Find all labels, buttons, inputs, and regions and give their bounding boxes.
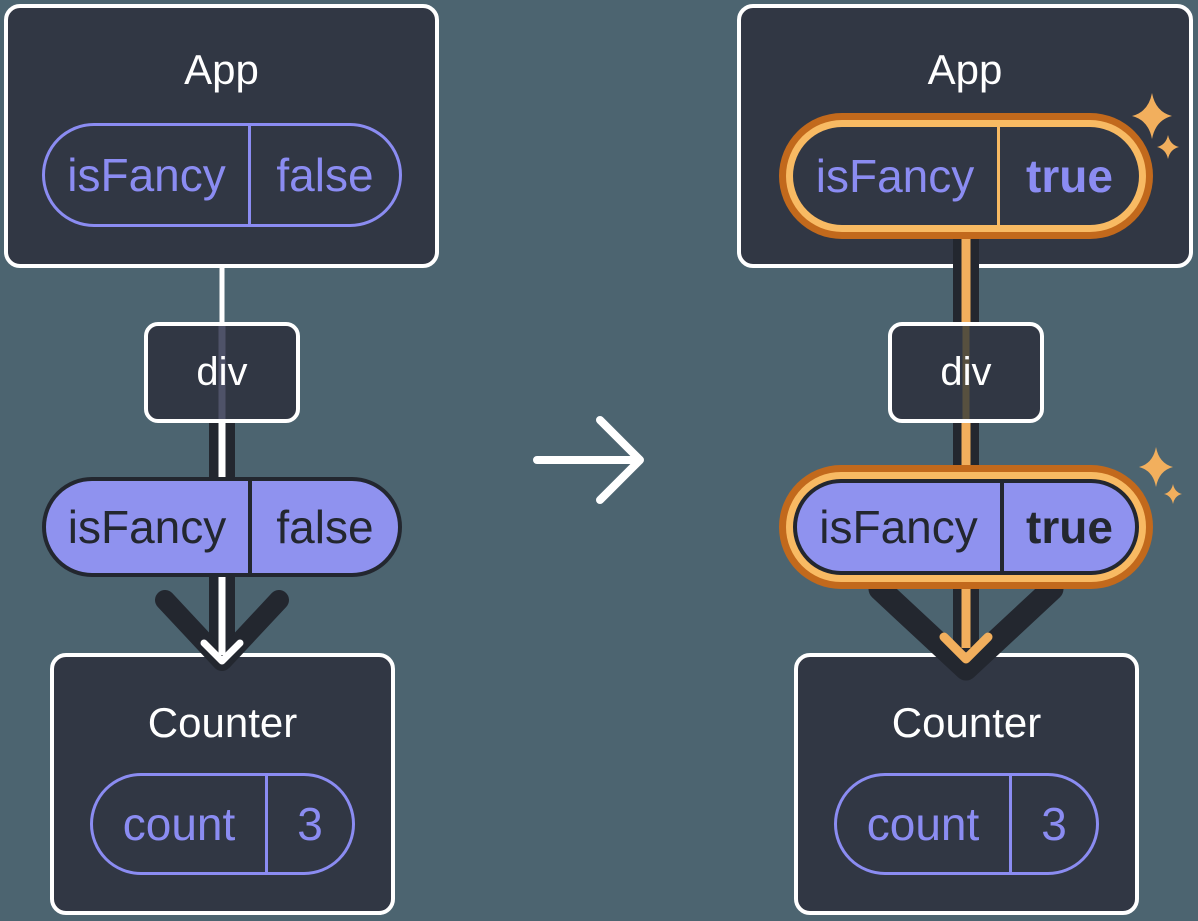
div-node-before: div	[144, 322, 300, 423]
prop-value: false	[248, 126, 399, 224]
state-name: count	[866, 798, 980, 850]
prop-name: isFancy	[67, 149, 226, 201]
component-title: Counter	[147, 699, 298, 746]
prop-trace-line	[962, 326, 970, 419]
prop-pill-app-after-highlighted: isFancy true	[793, 127, 1139, 225]
state-value: 3	[1009, 776, 1096, 872]
state-value: 3	[265, 776, 352, 872]
div-node-after: div	[888, 322, 1044, 423]
state-pill-after: count 3	[834, 773, 1099, 875]
component-title: App	[927, 46, 1003, 93]
state-name: count	[122, 798, 236, 850]
right-arrow-icon	[533, 416, 644, 504]
div-label: div	[196, 350, 248, 394]
component-title: Counter	[891, 699, 1042, 746]
component-title: App	[184, 46, 259, 93]
arrow-head-orange-after	[939, 632, 993, 664]
prop-name: isFancy	[67, 501, 227, 553]
div-label: div	[940, 350, 992, 394]
prop-trace-line	[218, 326, 226, 419]
state-pill-before: count 3	[90, 773, 355, 875]
counter-component-box-before: Counter count 3	[50, 653, 395, 915]
app-component-box-after: App isFancy true	[737, 4, 1193, 268]
prop-value: true	[1000, 483, 1135, 571]
prop-name: isFancy	[815, 150, 975, 202]
prop-pill-app-before: isFancy false	[42, 123, 402, 227]
prop-value: false	[248, 481, 398, 573]
arrow-head-white-before	[200, 639, 244, 665]
prop-name: isFancy	[819, 501, 978, 553]
prop-pill-passed-after-highlighted: isFancy true	[793, 479, 1139, 575]
app-component-box-before: App isFancy false	[4, 4, 439, 268]
arrow-head-dark-after	[868, 577, 1064, 681]
prop-pill-passed-before: isFancy false	[42, 477, 402, 577]
prop-value: true	[997, 127, 1139, 225]
